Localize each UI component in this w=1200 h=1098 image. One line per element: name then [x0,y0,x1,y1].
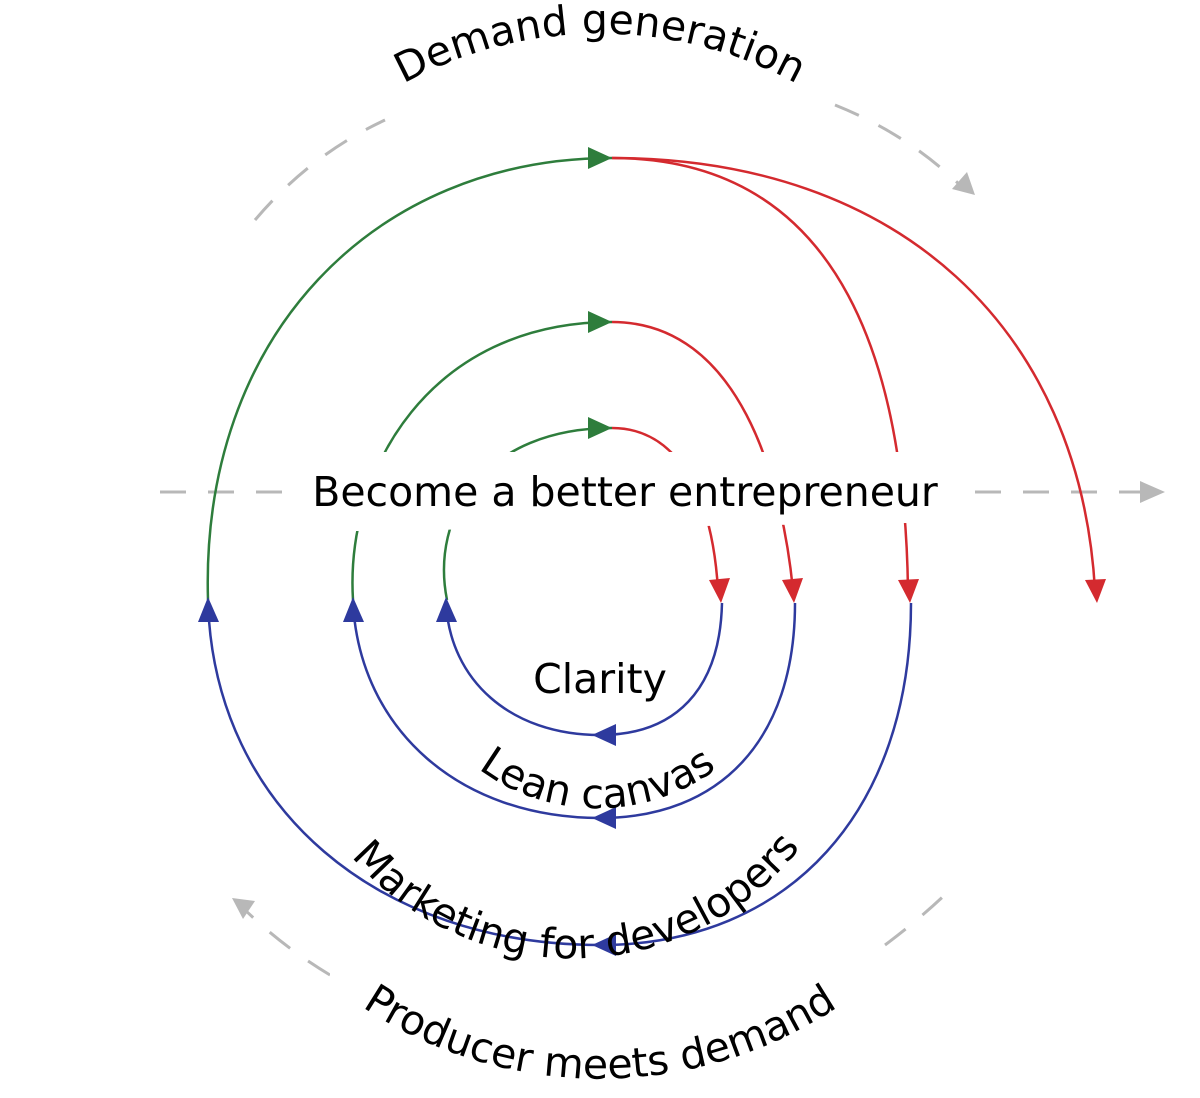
lean-canvas-label: Lean canvas [472,737,722,818]
bottom-label-plate [330,930,890,1060]
red-arrowheads [709,578,1106,603]
right-dashed-arrowhead [1140,481,1165,503]
dashed-guides [160,103,1150,977]
outer-green-arrowhead [588,147,612,169]
top-label-plate [380,60,820,140]
blue-arrowheads [198,597,616,956]
middle-red-arrowhead [782,578,803,603]
outer-blue-arrowhead-bottom [592,934,616,956]
green-arcs [206,156,613,601]
clarity-label: Clarity [533,655,667,703]
top-right-dashed-arc [834,103,967,192]
outer-blue-arrowhead-left [198,597,219,622]
inner-red-arrowhead [709,578,730,603]
green-arrowheads [588,147,612,439]
inner-blue-arrowhead-left [436,597,457,622]
red-arcs [611,156,1097,591]
outermost-red-arc [611,156,1097,591]
inner-blue-arrowhead-bottom [592,724,616,746]
top-left-dashed-arc [253,118,386,221]
middle-red-arc [611,320,795,591]
middle-green-arrowhead [588,311,612,333]
bottom-right-dashed-arc [884,883,957,947]
bottom-left-dashed-arrowhead [232,898,255,919]
inner-green-arrowhead [588,417,612,439]
marketing-for-developers-label: Marketing for developers [344,823,809,969]
outermost-red-arrowhead [1085,579,1106,603]
bottom-left-dashed-arc [238,903,331,977]
dashed-arrowheads [232,172,1165,919]
center-label: Become a better entrepreneur [312,468,938,516]
outer-green-arc [206,156,613,601]
middle-green-arc [351,320,613,601]
middle-blue-arrowhead-bottom [592,807,616,829]
top-right-dashed-arrowhead [952,172,975,195]
middle-blue-arrowhead-left [343,597,364,622]
label-plates [290,60,975,1060]
center-label-plate [290,452,975,532]
outer-red-arrowhead [898,579,919,603]
